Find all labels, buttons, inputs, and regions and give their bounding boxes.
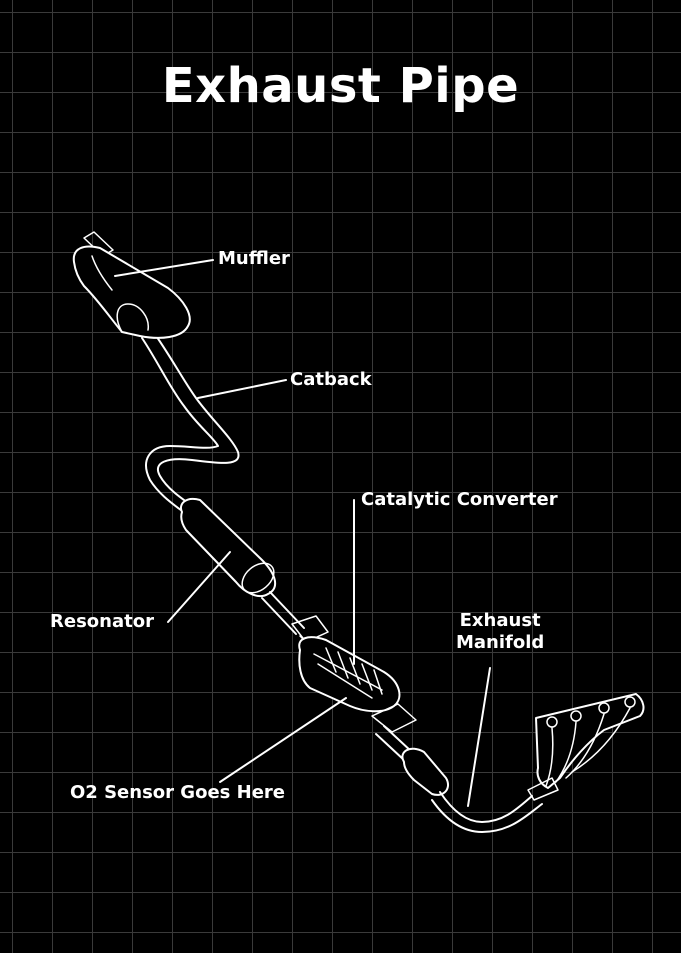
page-title: Exhaust Pipe bbox=[161, 58, 520, 114]
catback-pipe bbox=[141, 329, 240, 515]
catback-label: Catback bbox=[290, 369, 372, 390]
catalytic-converter-label: Catalytic Converter bbox=[361, 489, 558, 510]
muffler-label: Muffler bbox=[218, 248, 290, 269]
resonator bbox=[180, 498, 277, 598]
exhaust-manifold-label-line2: Manifold bbox=[456, 631, 545, 653]
muffler-leader-line bbox=[114, 259, 214, 277]
catalytic-converter bbox=[298, 636, 401, 713]
o2-sensor-leader-line bbox=[219, 697, 347, 783]
exhaust-manifold-leader-line bbox=[467, 667, 491, 807]
exhaust-manifold-label: Exhaust Manifold bbox=[456, 610, 544, 653]
o2-sensor-label: O2 Sensor Goes Here bbox=[70, 782, 285, 803]
catback-leader-line bbox=[197, 379, 287, 399]
exhaust-manifold bbox=[527, 693, 645, 801]
front-pipe bbox=[371, 703, 543, 833]
resonator-label: Resonator bbox=[50, 611, 154, 632]
resonator-leader-line bbox=[167, 551, 231, 623]
exhaust-manifold-label-line1: Exhaust bbox=[459, 610, 541, 631]
muffler bbox=[72, 245, 191, 339]
